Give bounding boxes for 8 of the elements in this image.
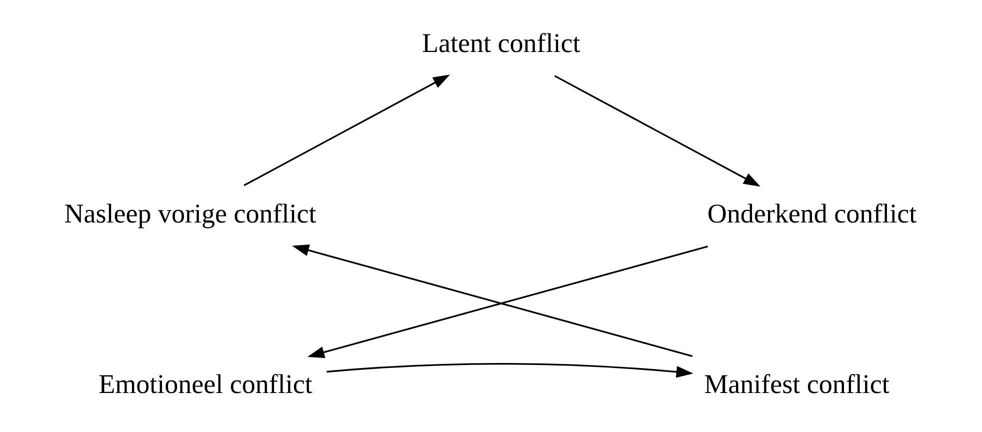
arrow [326,362,694,378]
node-text: Onderkend conflict [707,198,917,228]
arrow [554,75,760,187]
node-text: Latent conflict [422,28,580,58]
arrow [244,74,450,186]
node-text: Nasleep vorige conflict [64,198,316,228]
node-text: Manifest conflict [704,369,890,400]
node-text: Emotioneel conflict [98,369,312,400]
